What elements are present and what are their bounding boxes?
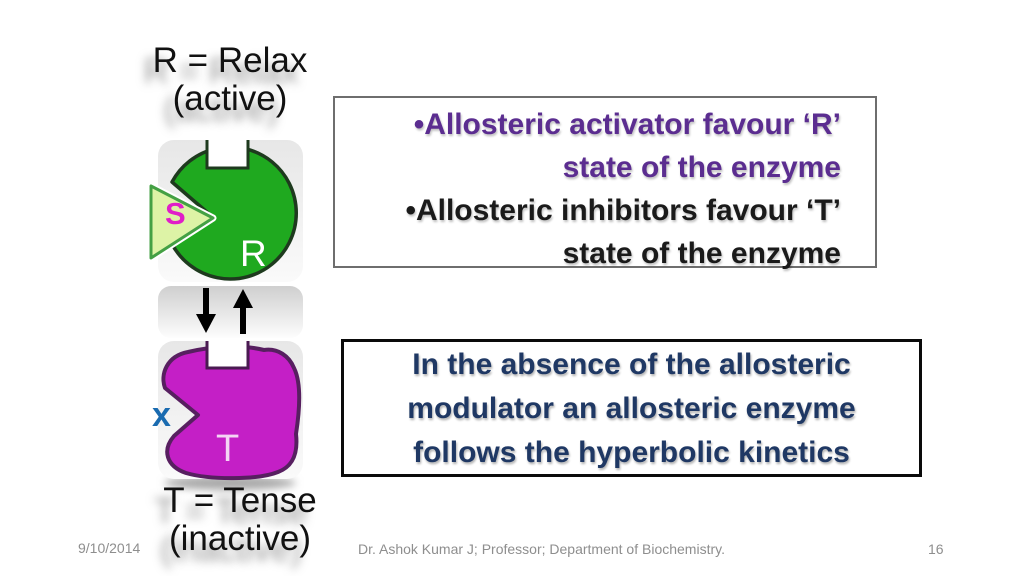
relax-state-caption: R = Relax (active) — [95, 42, 365, 118]
tense-enzyme-site-tab — [205, 341, 250, 370]
footer-page-number: 16 — [928, 541, 944, 557]
relaxed-enzyme-site-tab — [205, 140, 250, 170]
substrate-label: S — [165, 196, 186, 231]
inhibitor-label: x — [152, 396, 171, 434]
relax-caption-line1: R = Relax — [152, 41, 308, 80]
activator-bullet-line1: •Allosteric activator favour ‘R’ — [413, 108, 841, 141]
relaxed-state-label: R — [240, 233, 267, 274]
tense-enzyme-shape — [161, 344, 302, 481]
tense-state-caption: T = Tense (inactive) — [95, 482, 385, 558]
tense-caption-line2: (inactive) — [169, 519, 311, 558]
transition-arrows-card — [158, 286, 303, 338]
substrate-triangle — [149, 184, 215, 260]
down-arrow-head — [196, 314, 216, 333]
inhibitor-bullet-line1: •Allosteric inhibitors favour ‘T’ — [405, 194, 841, 227]
inhibitor-bullet-line2: state of the enzyme — [562, 237, 841, 270]
relax-caption-line2: (active) — [172, 79, 288, 118]
allosteric-modulators-box: •Allosteric activator favour ‘R’ state o… — [333, 96, 877, 270]
enzyme-state-diagram: S R T x — [147, 140, 303, 490]
footer-date: 9/10/2014 — [78, 540, 141, 556]
card-reflection — [164, 476, 296, 490]
note-line3: follows the hyperbolic kinetics — [413, 436, 850, 469]
note-line2: modulator an allosteric enzyme — [407, 392, 856, 425]
footer-credit: Dr. Ashok Kumar J; Professor; Department… — [358, 541, 725, 557]
activator-bullet-line2: state of the enzyme — [562, 151, 841, 184]
up-arrow-head — [233, 289, 253, 308]
allosteric-modulators-text: •Allosteric activator favour ‘R’ state o… — [335, 98, 875, 275]
note-line1: In the absence of the allosteric — [412, 348, 851, 381]
tense-caption-line1: T = Tense — [163, 481, 317, 520]
tense-state-label: T — [216, 428, 239, 470]
hyperbolic-kinetics-note-box: In the absence of the allosteric modulat… — [341, 339, 922, 477]
